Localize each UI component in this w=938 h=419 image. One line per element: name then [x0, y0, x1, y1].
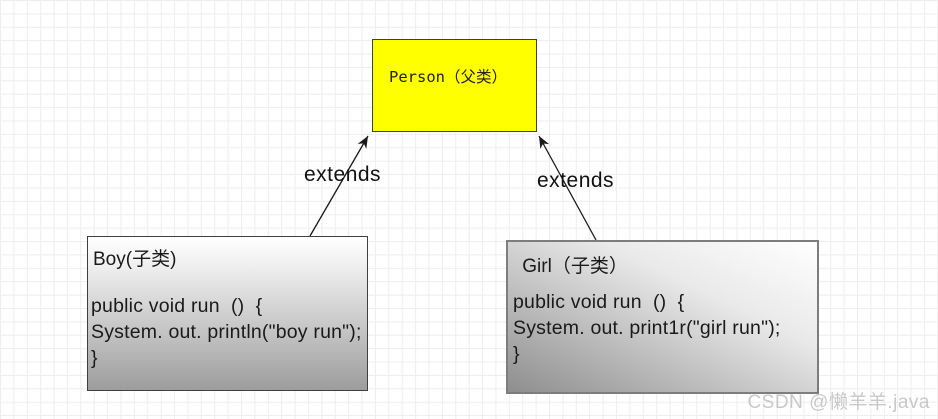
class-box-person: Person（父类） [372, 39, 537, 132]
code-line: public void run () { [513, 291, 685, 313]
extends-label-girl: extends [537, 169, 615, 192]
code-line: } [513, 343, 520, 365]
class-box-girl-code: public void run () { System. out. print1… [513, 289, 817, 367]
class-box-boy: Boy(子类) public void run () { System. out… [87, 236, 368, 391]
code-line: } [91, 347, 98, 369]
class-box-girl: Girl（子类） public void run () { System. ou… [506, 240, 819, 394]
extends-label-boy: extends [304, 163, 382, 186]
code-line: System. out. print1r("girl run"); [513, 317, 781, 339]
code-line: public void run () { [91, 295, 263, 317]
code-line: System. out. println("boy run"); [91, 321, 362, 343]
csdn-watermark: CSDN @懒羊羊.java [747, 392, 930, 413]
class-box-person-label: Person（父类） [389, 68, 507, 86]
class-box-boy-title: Boy(子类) [93, 249, 177, 270]
class-box-boy-code: public void run () { System. out. printl… [91, 293, 367, 371]
class-box-girl-title: Girl（子类） [517, 256, 628, 277]
